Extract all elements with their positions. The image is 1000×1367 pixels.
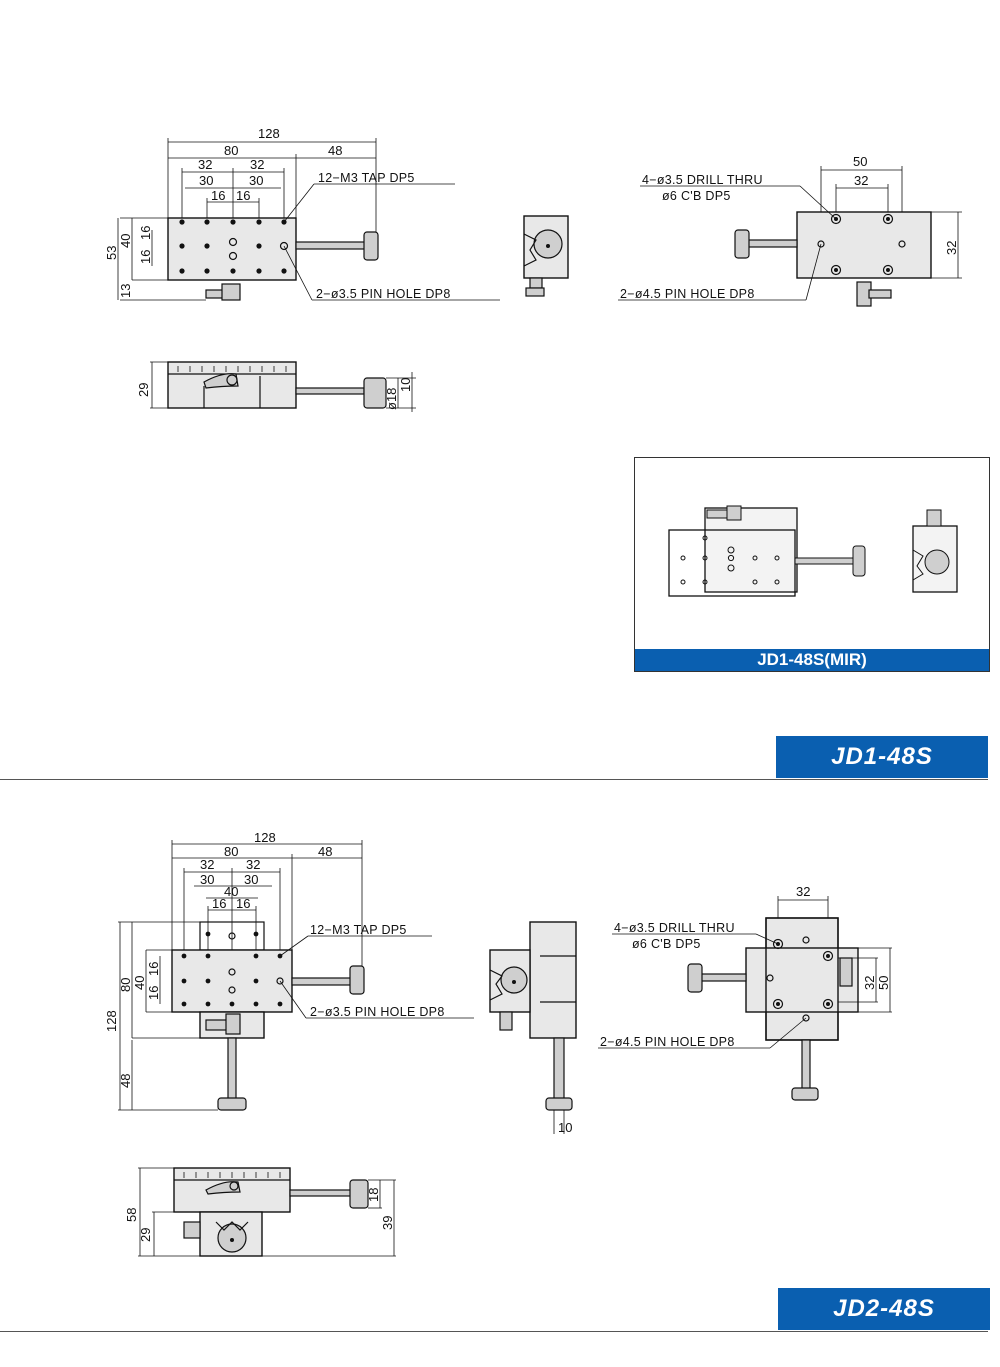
mir-inset-panel: JD1-48S(MIR) xyxy=(634,457,990,672)
jd2-dim-58: 58 xyxy=(124,1208,139,1222)
jd1-dim-32-side: 32 xyxy=(944,241,959,255)
jd1-note-tap: 12−M3 TAP DP5 xyxy=(318,171,415,185)
jd2-note-drill-2: ø6 C'B DP5 xyxy=(632,937,701,951)
jd1-dim-128: 128 xyxy=(258,126,280,141)
jd2-dim-128-vertical: 128 xyxy=(104,1010,119,1032)
jd1-model-tag: JD1-48S xyxy=(776,736,988,778)
jd1-dim-32b: 32 xyxy=(250,157,264,172)
jd1-dim-32a: 32 xyxy=(198,157,212,172)
jd1-dim-40: 40 xyxy=(118,234,133,248)
jd1-dim-16-lower: 16 xyxy=(138,250,153,264)
jd2-note-drill-1: 4−ø3.5 DRILL THRU xyxy=(614,921,735,935)
jd2-dim-39: 39 xyxy=(380,1216,395,1230)
jd1-dim-53: 53 xyxy=(104,246,119,260)
jd1-note-drill-1: 4−ø3.5 DRILL THRU xyxy=(642,173,763,187)
jd1-bottom-view: 50 32 32 4−ø3.5 DRILL THRU ø6 C'B DP5 2−… xyxy=(618,154,962,307)
jd2-dim-16-lower: 16 xyxy=(146,986,161,1000)
jd1-note-pin: 2−ø3.5 PIN HOLE DP8 xyxy=(316,287,451,301)
jd1-dim-32-top: 32 xyxy=(854,173,868,188)
jd2-dim-80-vertical: 80 xyxy=(118,978,133,992)
mir-model-label: JD1-48S(MIR) xyxy=(635,649,989,671)
jd1-dim-13: 13 xyxy=(118,284,133,298)
jd2-dim-16b: 16 xyxy=(236,896,250,911)
jd1-dim-d18: ø18 xyxy=(384,388,399,410)
jd1-dim-50: 50 xyxy=(853,154,867,169)
jd1-note-pin-bottom: 2−ø4.5 PIN HOLE DP8 xyxy=(620,287,755,301)
jd1-dim-10: 10 xyxy=(398,378,413,392)
jd2-dim-29: 29 xyxy=(138,1228,153,1242)
section-divider-2 xyxy=(0,1331,988,1332)
jd2-dim-32-side: 32 xyxy=(862,976,877,990)
jd2-top-view: 128 80 48 32 32 30 30 40 16 16 xyxy=(104,830,474,1111)
jd1-dim-30a: 30 xyxy=(199,173,213,188)
jd2-dim-30b: 30 xyxy=(244,872,258,887)
jd2-dim-30a: 30 xyxy=(200,872,214,887)
jd2-dim-48: 48 xyxy=(318,844,332,859)
jd2-dim-10: 10 xyxy=(558,1120,572,1135)
jd2-note-pin: 2−ø3.5 PIN HOLE DP8 xyxy=(310,1005,445,1019)
jd1-dim-16a: 16 xyxy=(211,188,225,203)
jd2-side-view: 58 29 18 39 xyxy=(124,1167,396,1257)
jd2-dim-32-top: 32 xyxy=(796,884,810,899)
jd1-side-view: 29 ø18 10 xyxy=(136,361,416,412)
jd2-dim-16a: 16 xyxy=(212,896,226,911)
jd2-dim-40-vertical: 40 xyxy=(132,976,147,990)
jd1-dim-80: 80 xyxy=(224,143,238,158)
jd1-dim-29: 29 xyxy=(136,383,151,397)
jd2-note-pin-bottom: 2−ø4.5 PIN HOLE DP8 xyxy=(600,1035,735,1049)
jd2-dim-16-upper: 16 xyxy=(146,962,161,976)
jd1-end-view xyxy=(523,215,569,297)
section-divider-1 xyxy=(0,779,988,780)
jd2-model-tag: JD2-48S xyxy=(778,1288,990,1330)
jd2-dim-32b: 32 xyxy=(246,857,260,872)
jd1-dim-16b: 16 xyxy=(236,188,250,203)
jd2-dim-40: 40 xyxy=(224,884,238,899)
jd2-dim-32a: 32 xyxy=(200,857,214,872)
jd2-end-view: 10 xyxy=(489,921,577,1135)
jd2-dim-18: 18 xyxy=(366,1188,381,1202)
jd1-bottom-body xyxy=(796,211,932,279)
jd2-note-tap: 12−M3 TAP DP5 xyxy=(310,923,407,937)
jd1-dim-48: 48 xyxy=(328,143,342,158)
jd2-bottom-view: 32 32 50 4−ø3.5 DRILL THRU ø6 C'B DP5 2−… xyxy=(598,884,892,1101)
jd2-dim-50-side: 50 xyxy=(876,976,891,990)
jd2-dim-128: 128 xyxy=(254,830,276,845)
mir-drawing xyxy=(668,505,958,597)
jd2-dim-48-vertical: 48 xyxy=(118,1074,133,1088)
jd1-dim-30b: 30 xyxy=(249,173,263,188)
jd1-note-drill-2: ø6 C'B DP5 xyxy=(662,189,731,203)
jd2-dim-80: 80 xyxy=(224,844,238,859)
jd1-top-view: 128 80 48 32 32 30 30 16 16 xyxy=(104,126,500,301)
jd1-dim-16-upper: 16 xyxy=(138,226,153,240)
